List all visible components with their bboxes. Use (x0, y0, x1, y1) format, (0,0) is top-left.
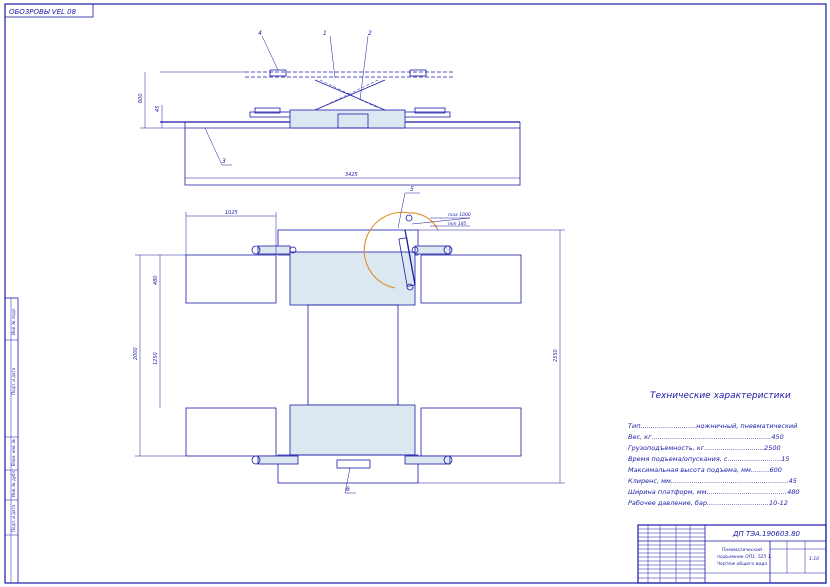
dim-base-length: 3425 (345, 172, 358, 178)
spec-row-0: Тип...........................ножничный,… (628, 422, 797, 430)
callout-1: 1 (323, 30, 327, 37)
dim-wheelbase: 2000 (133, 347, 139, 360)
dim-clearance: 45 (155, 106, 161, 112)
pad-bottom-left (185, 407, 277, 457)
doc-name-2: подъемник ОП1. 525 1. (717, 554, 772, 560)
spec-row-7: Рабочее давление, бар...................… (628, 499, 788, 507)
dim-width-top: 1025 (225, 210, 238, 216)
plan-view: 1025 480 1250 2000 2550 (133, 192, 565, 494)
spec-row-6: Ширина платформ, мм.....................… (628, 488, 800, 496)
pad-bottom-right (420, 407, 522, 457)
callout-3: 3 (222, 158, 226, 165)
callout-5: 5 (410, 186, 414, 193)
stamp-1: Подп. и дата (11, 367, 16, 395)
dim-pad-width: 480 (153, 275, 159, 285)
spec-row-1: Вес, кг.................................… (628, 433, 784, 441)
sheet-frame (4, 3, 827, 584)
callout-2: 2 (368, 30, 372, 37)
stamp-0: Инв. № подл. (11, 307, 16, 335)
doc-name-1: Пневматический (722, 547, 762, 553)
doc-name-3: Чертеж общего вида (717, 561, 767, 567)
dim-lift-height: 600 (138, 93, 144, 103)
dim-inner-gap: 1250 (153, 352, 159, 365)
tech-specs: Технические характеристики Тип..........… (628, 391, 800, 507)
pad-top-left (185, 254, 277, 304)
specs-title: Технические характеристики (650, 391, 791, 401)
spec-row-3: Время подъема/опускания, с..............… (628, 455, 790, 463)
frame-label: ОБОЗРОВЫ VEL 08 (9, 8, 77, 16)
side-view: 600 45 3425 (138, 35, 521, 186)
frame-label-box (4, 3, 94, 18)
callout-4: 4 (258, 30, 262, 37)
doc-scale: 1:10 (809, 556, 819, 562)
side-stamp (4, 297, 19, 584)
title-block (637, 524, 827, 584)
dim-arm-max: max 1000 (448, 212, 471, 218)
stamp-2: Взам. инв. № (11, 439, 16, 466)
pad-top-right (420, 254, 522, 304)
dim-arm-min: min 185 (448, 221, 467, 227)
stamp-4: Подп. и дата (11, 504, 16, 532)
doc-number: ДП ТЭА.190603.80 (732, 530, 801, 538)
callout-6: 6 (346, 486, 350, 493)
stamp-3: Инв. № дубл. (11, 470, 16, 497)
spec-row-5: Клиренс, мм.............................… (628, 477, 797, 485)
spec-row-2: Грузоподъемность, кг....................… (628, 444, 781, 452)
dim-overall: 2550 (553, 349, 559, 362)
spec-row-4: Максимальная высота подъема, мм.........… (628, 466, 782, 474)
